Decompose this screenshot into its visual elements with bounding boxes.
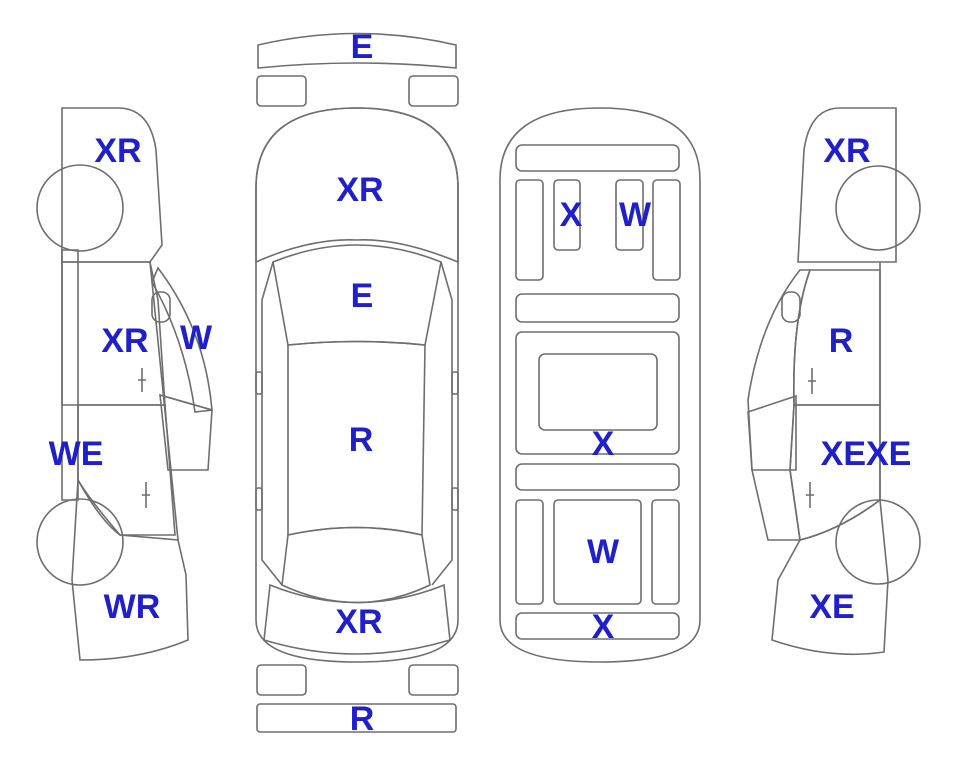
- interior-rear-sill-label: X: [592, 608, 615, 646]
- interior-view: X W X W X: [499, 107, 701, 663]
- right-front-label: XR: [823, 132, 870, 170]
- top-rear-light-left: [256, 664, 307, 696]
- right-hood-edge: [747, 269, 812, 541]
- right-rear-wheel-icon: [835, 499, 921, 585]
- interior-rear-floor[interactable]: [553, 499, 642, 605]
- left-mirror-icon: [151, 291, 171, 323]
- right-mirror-icon: [781, 291, 801, 323]
- right-rear-quarter-label: XE: [809, 588, 854, 626]
- left-side-view: XR XR W WE WR: [36, 107, 213, 661]
- top-front-light-left: [256, 75, 307, 107]
- top-windshield-label: E: [351, 277, 374, 315]
- right-front-wheel-icon: [835, 165, 921, 251]
- left-rocker-label: WE: [49, 435, 104, 473]
- interior-rear-sill[interactable]: [515, 612, 680, 640]
- interior-front-right-panel[interactable]: [615, 179, 644, 251]
- left-front-label: XR: [94, 132, 141, 170]
- right-rear-quarter[interactable]: [771, 498, 889, 656]
- top-front-bumper[interactable]: [257, 32, 457, 69]
- right-front-door-handle: [808, 368, 816, 394]
- left-rear-quarter-label: WR: [104, 588, 161, 626]
- left-front-door-handle: [138, 368, 146, 392]
- left-a-pillar-label: W: [180, 319, 213, 357]
- left-front-wheel-icon: [36, 164, 124, 252]
- interior-front-left-panel[interactable]: [553, 179, 581, 251]
- interior-outline: [499, 107, 701, 663]
- right-body-front[interactable]: [797, 107, 897, 263]
- top-trunk[interactable]: [263, 583, 451, 655]
- top-front-light-right: [408, 75, 459, 107]
- left-front-door-label: XR: [101, 322, 148, 360]
- right-rear-door-handle: [806, 482, 814, 508]
- interior-front-left-label: X: [560, 196, 583, 234]
- top-view: E XR E R XR R: [255, 28, 459, 738]
- interior-rear-floor-label: W: [587, 533, 620, 571]
- left-a-pillar[interactable]: [151, 266, 213, 413]
- top-rear-light-right: [408, 664, 459, 696]
- left-body-front[interactable]: [61, 107, 163, 263]
- top-rear-bumper[interactable]: [256, 703, 457, 733]
- interior-front-right-label: W: [619, 196, 652, 234]
- top-front-bumper-label: E: [351, 28, 374, 66]
- left-rear-door-handle: [142, 482, 150, 508]
- top-hood[interactable]: [255, 107, 459, 264]
- top-rear-window: [281, 526, 431, 604]
- top-rear-bumper-label: R: [350, 700, 375, 738]
- top-hood-label: XR: [336, 171, 383, 209]
- interior-center-console-label: X: [592, 425, 615, 463]
- left-rear-wheel-icon: [36, 498, 124, 586]
- top-roof-label: R: [349, 421, 374, 459]
- right-window-strip: [747, 394, 797, 471]
- right-rear-door-label: XEXE: [821, 435, 912, 473]
- left-rear-quarter[interactable]: [71, 477, 189, 661]
- right-front-door-label: R: [829, 322, 854, 360]
- right-side-view: XR R XEXE XE: [747, 107, 921, 656]
- top-trunk-label: XR: [335, 603, 382, 641]
- interior-center-console[interactable]: [515, 331, 680, 455]
